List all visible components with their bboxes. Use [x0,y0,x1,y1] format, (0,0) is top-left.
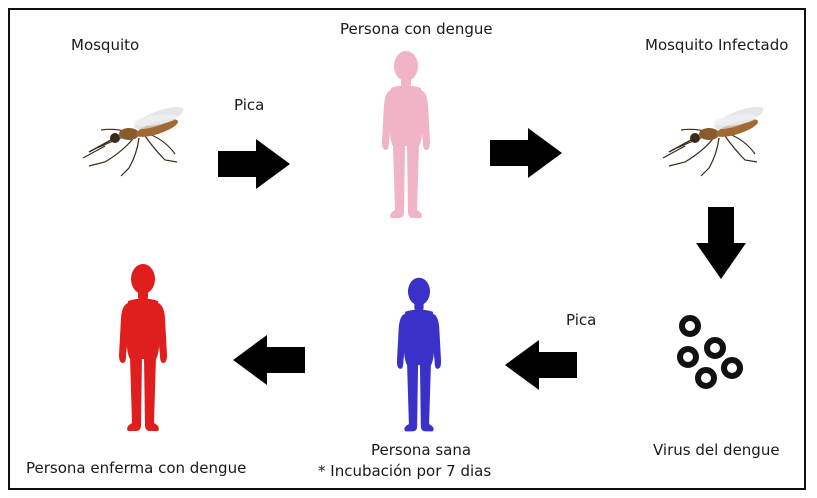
label-incubation: * Incubación por 7 dias [318,462,492,480]
healthy-person-figure [396,277,442,432]
person-dengue-figure [382,51,430,218]
virus-particle-icon [670,310,760,395]
label-bite-bottom: Pica [566,311,597,329]
arrow-left-icon [233,335,305,385]
label-person-dengue: Persona con dengue [340,20,493,38]
label-infected-mosquito: Mosquito Infectado [645,36,789,54]
label-bite-top: Pica [234,96,265,114]
label-virus: Virus del dengue [653,441,780,459]
label-sick-person: Persona enferma con dengue [26,459,247,477]
label-healthy-person: Persona sana [371,441,472,459]
arrow-left-icon [505,340,577,390]
label-mosquito: Mosquito [71,36,140,54]
sick-person-figure [119,264,167,431]
arrow-right-icon [490,128,562,178]
arrow-right-icon [218,139,290,189]
arrow-down-icon [696,207,746,279]
mosquito-icon [82,101,187,177]
infected-mosquito-icon [662,101,767,177]
